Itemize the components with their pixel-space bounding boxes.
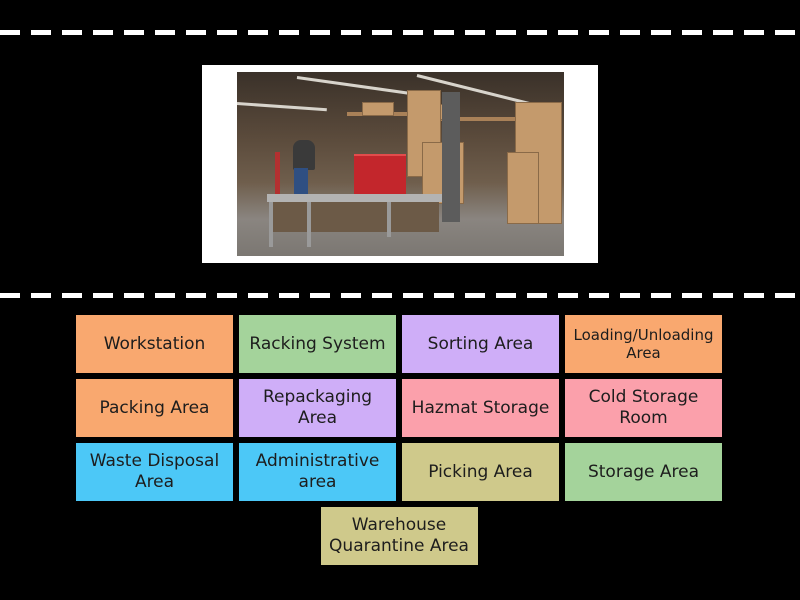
tile-picking-area[interactable]: Picking Area — [402, 443, 559, 501]
tile-administrative-area[interactable]: Administrative area — [239, 443, 396, 501]
answer-tiles-grid: Workstation Racking System Sorting Area … — [76, 315, 724, 565]
question-image-card — [202, 65, 598, 263]
top-dashed-divider — [0, 30, 800, 35]
tile-sorting-area[interactable]: Sorting Area — [402, 315, 559, 373]
bottom-dashed-divider — [0, 293, 800, 298]
tile-waste-disposal-area[interactable]: Waste Disposal Area — [76, 443, 233, 501]
tile-cold-storage-room[interactable]: Cold Storage Room — [565, 379, 722, 437]
tile-warehouse-quarantine-area[interactable]: Warehouse Quarantine Area — [320, 507, 478, 565]
tile-repackaging-area[interactable]: Repackaging Area — [239, 379, 396, 437]
tile-workstation[interactable]: Workstation — [76, 315, 233, 373]
tile-racking-system[interactable]: Racking System — [239, 315, 396, 373]
tile-packing-area[interactable]: Packing Area — [76, 379, 233, 437]
tile-storage-area[interactable]: Storage Area — [565, 443, 722, 501]
tile-loading-unloading-area[interactable]: Loading/Unloading Area — [565, 315, 722, 373]
warehouse-photo — [237, 72, 564, 256]
tile-hazmat-storage[interactable]: Hazmat Storage — [402, 379, 559, 437]
